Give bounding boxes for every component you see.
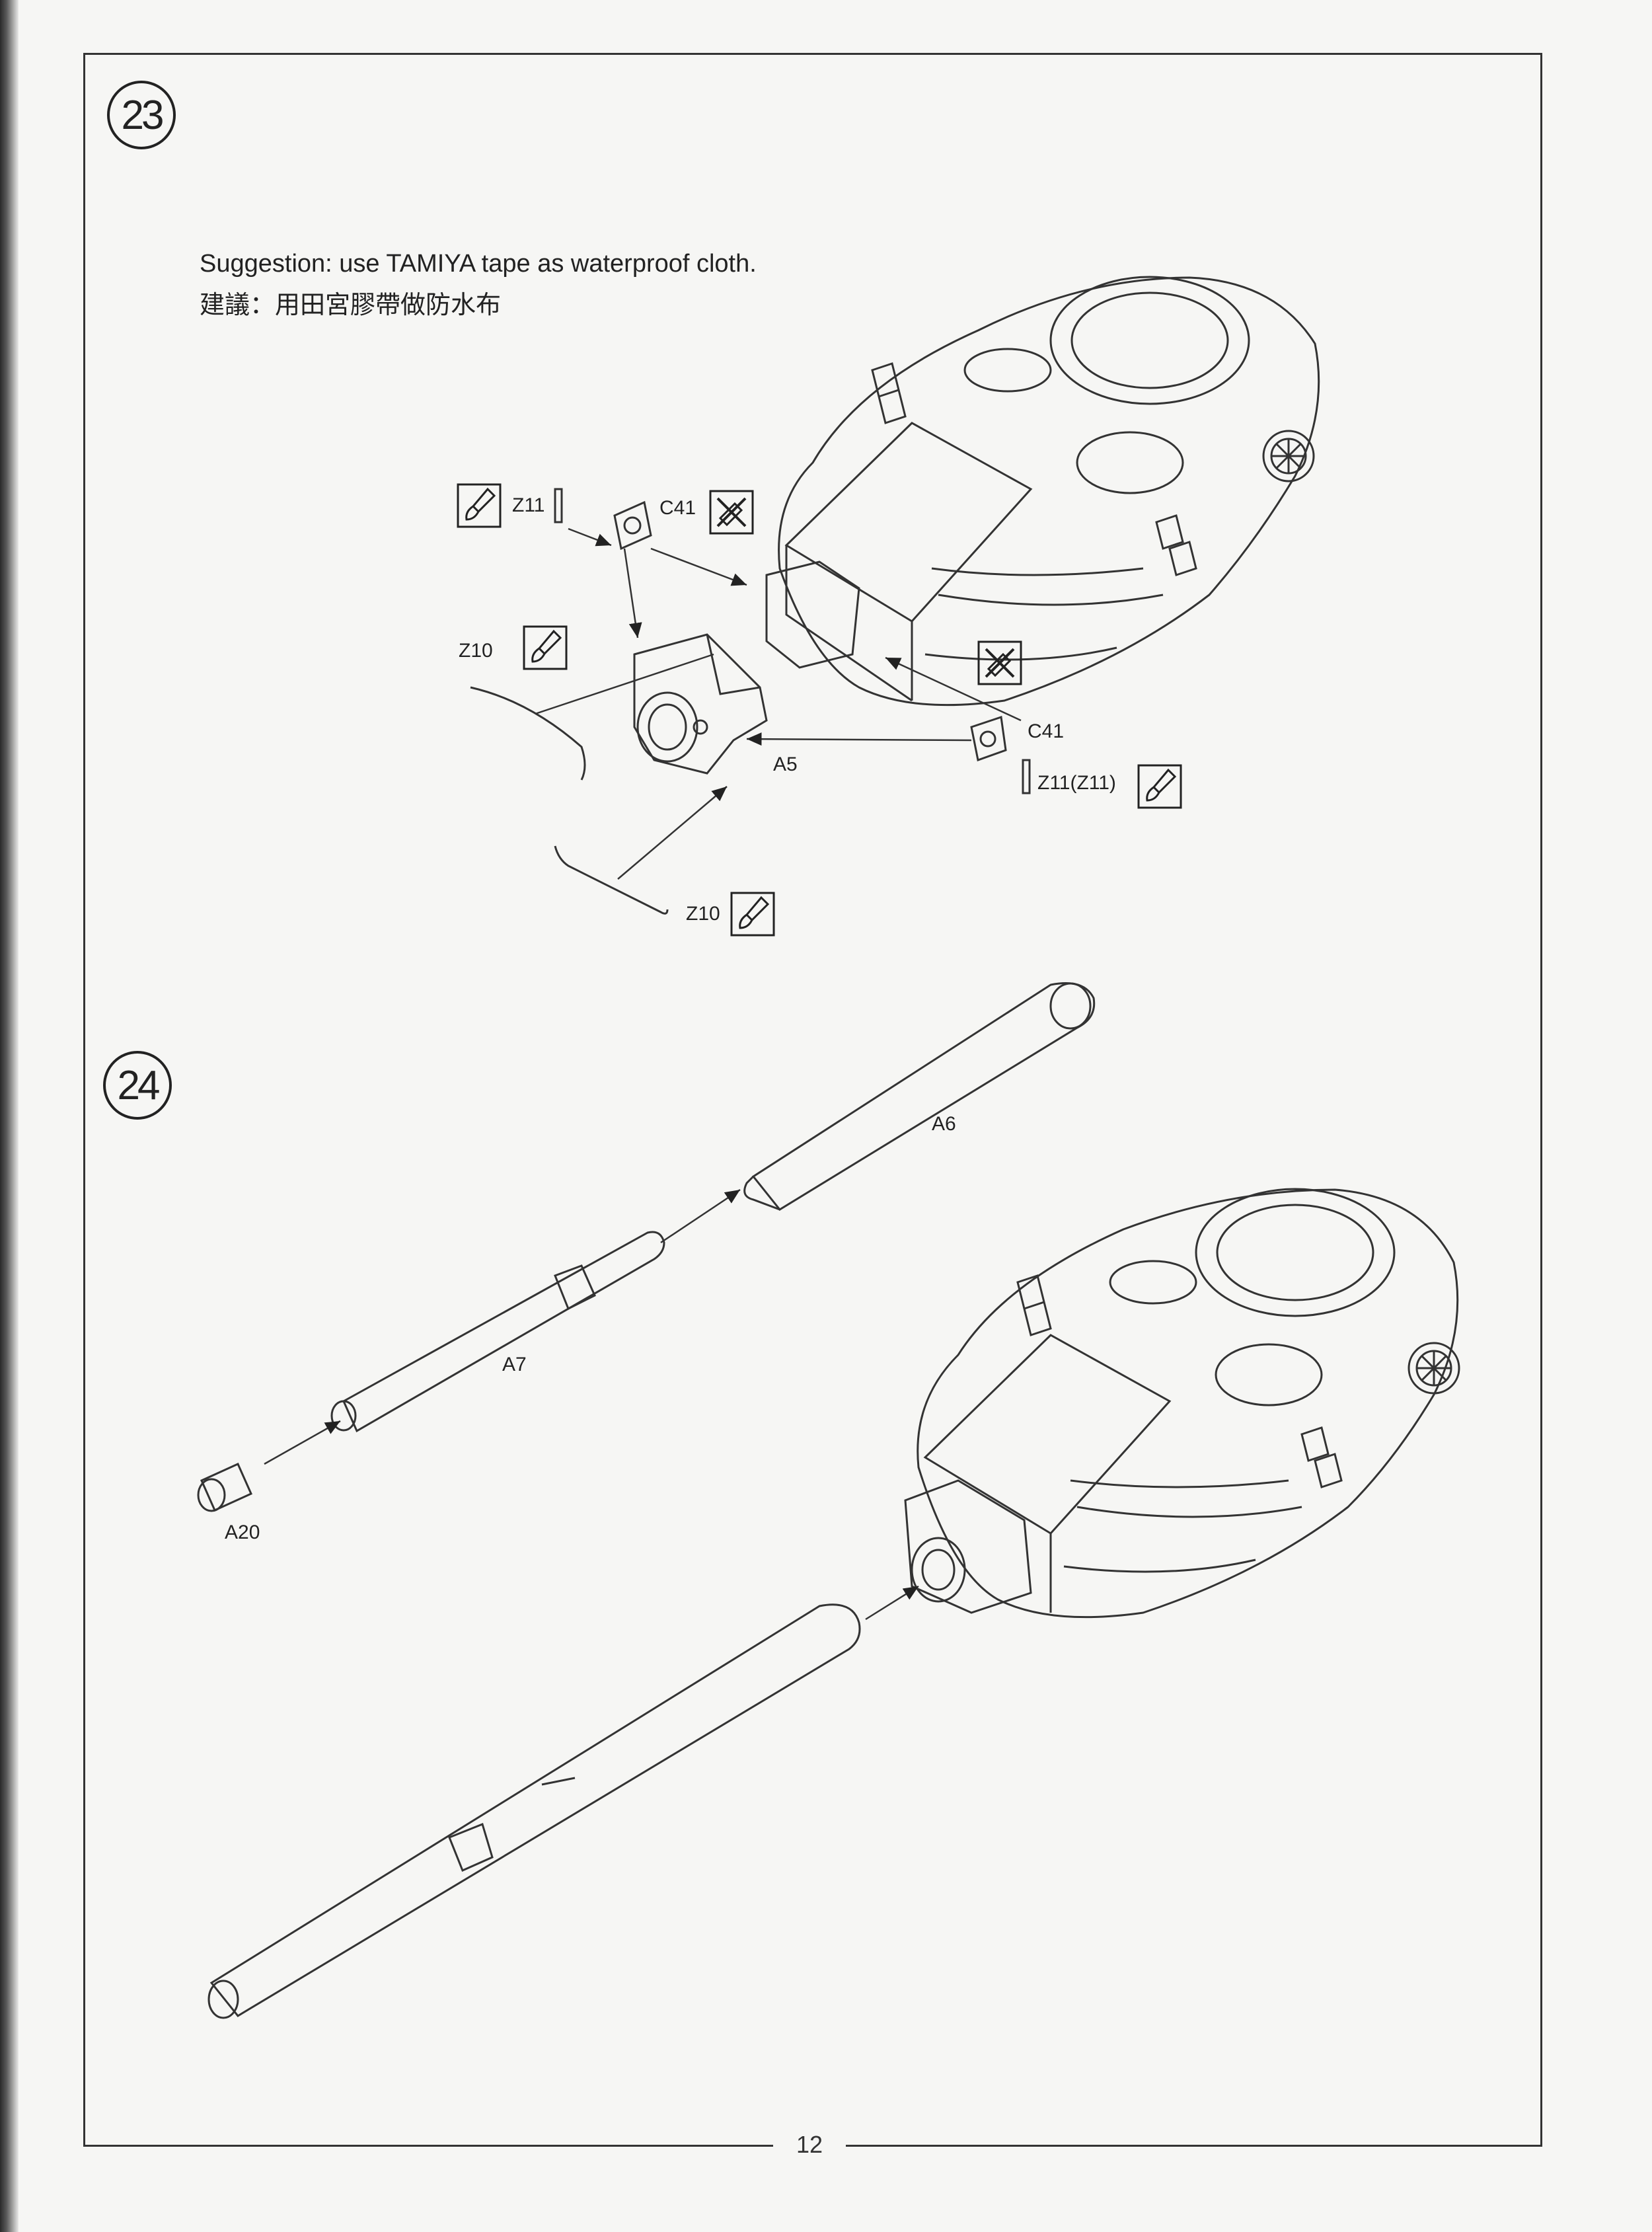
label-a20: A20 xyxy=(225,1521,260,1543)
label-c41-right: C41 xyxy=(1028,720,1065,742)
label-z10-left: Z10 xyxy=(459,640,493,662)
turret-step-24 xyxy=(904,1188,1460,1619)
page-number-background xyxy=(773,2128,846,2168)
page-number: 12 xyxy=(796,2131,823,2158)
label-c41-top: C41 xyxy=(659,497,696,519)
barrel-a6 xyxy=(743,982,1096,1211)
label-z10-bottom: Z10 xyxy=(686,903,720,925)
label-a6: A6 xyxy=(932,1113,956,1135)
paint-brush-icon xyxy=(523,625,568,670)
paint-brush-icon xyxy=(730,892,775,937)
step-23-note-english: Suggestion: use TAMIYA tape as waterproo… xyxy=(200,250,757,278)
no-glue-icon xyxy=(709,490,754,535)
paint-brush-icon xyxy=(1137,764,1182,809)
barrel-assembled xyxy=(207,1603,861,2019)
part-z11-right xyxy=(1022,759,1031,794)
scan-page-edge xyxy=(0,0,19,2232)
step-23-number: 23 xyxy=(107,81,176,149)
label-z11-right: Z11(Z11) xyxy=(1037,772,1116,794)
barrel-a7 xyxy=(330,1231,665,1433)
mantlet-cover-a5 xyxy=(633,633,768,775)
step-23-note-chinese: 建議：用田宮膠帶做防水布 xyxy=(200,290,502,319)
no-glue-icon xyxy=(977,640,1022,685)
label-a7: A7 xyxy=(502,1354,527,1375)
wire-z10-bottom xyxy=(554,845,669,915)
wire-z10-left xyxy=(470,686,586,781)
label-a5: A5 xyxy=(773,753,798,775)
part-z11-top xyxy=(554,488,563,523)
part-a20 xyxy=(197,1463,252,1512)
step-24-number: 24 xyxy=(103,1051,172,1120)
paint-brush-icon xyxy=(457,483,502,528)
turret-step-23 xyxy=(765,276,1320,707)
part-c41-right xyxy=(970,716,1007,761)
part-c41-top xyxy=(613,500,652,551)
label-z11-top: Z11 xyxy=(512,494,545,516)
